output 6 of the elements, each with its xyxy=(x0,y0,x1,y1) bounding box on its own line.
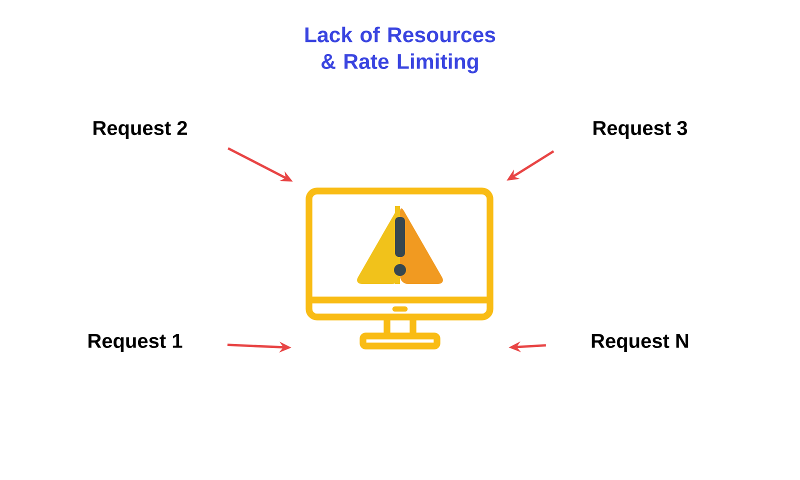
request-label: Request N xyxy=(592,334,688,352)
request-label: Request 1 xyxy=(88,334,182,352)
request-label: Request 2 xyxy=(94,120,187,140)
request-label: Request 3 xyxy=(594,120,688,140)
monitor-drawing xyxy=(306,188,494,350)
title: Lack of Resources & Rate Limiting xyxy=(305,26,496,74)
